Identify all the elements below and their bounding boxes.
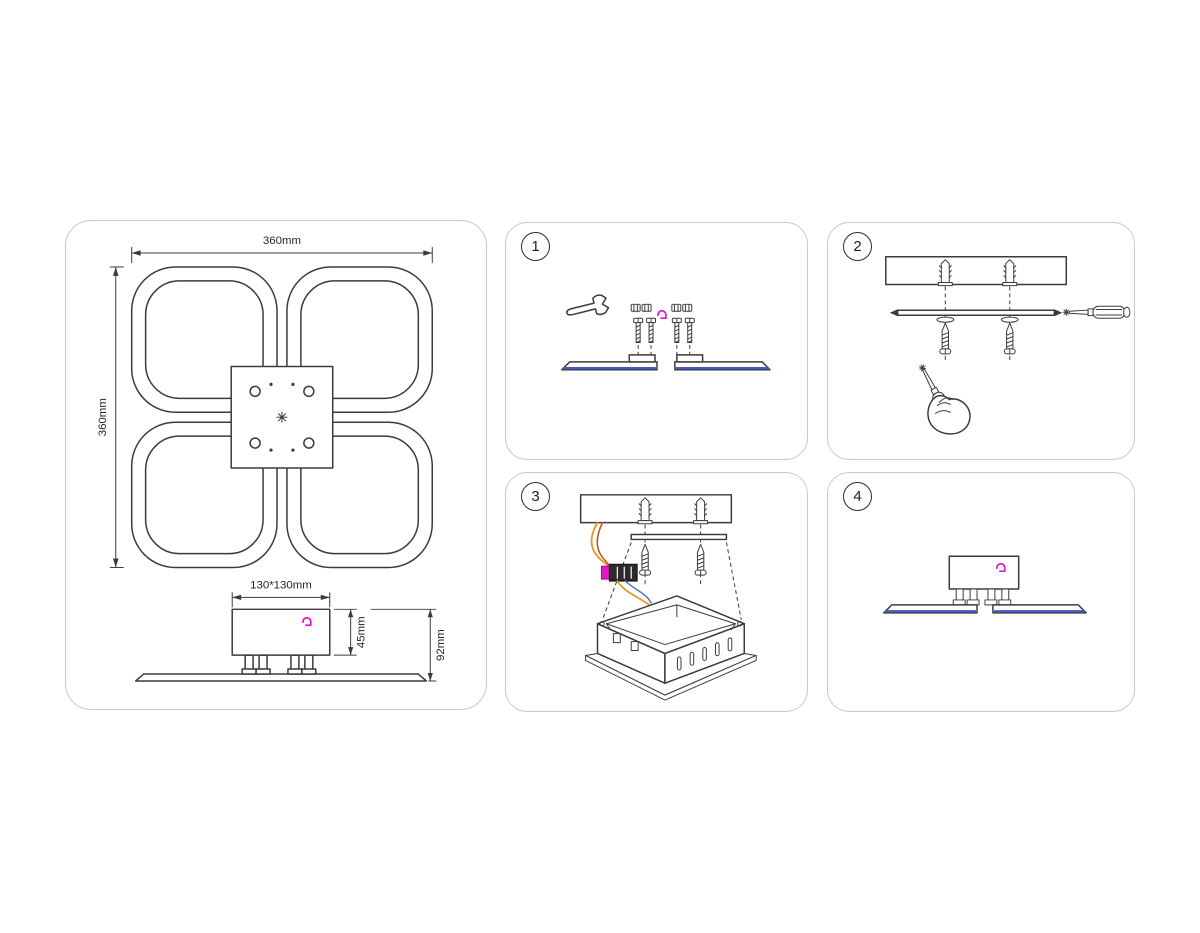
dim-top: 360mm bbox=[131, 235, 433, 263]
step-1-drawing bbox=[561, 294, 771, 371]
driver-box bbox=[948, 555, 1020, 590]
box-rim-outer bbox=[596, 595, 746, 655]
wall-plug-left bbox=[637, 497, 653, 525]
hand-icon bbox=[927, 394, 971, 435]
washer-right bbox=[1000, 316, 1019, 323]
screw-left bbox=[939, 322, 952, 355]
dim-plate: 130*130mm bbox=[231, 579, 331, 608]
ring-top-left bbox=[130, 266, 278, 413]
mounting-plate bbox=[230, 365, 334, 469]
lamp-base-side-view bbox=[561, 354, 771, 371]
dim-side-height-label: 360mm bbox=[97, 398, 109, 436]
step-3-panel: 3 bbox=[505, 472, 808, 712]
left-screw-boss bbox=[628, 354, 656, 363]
driver-box bbox=[231, 608, 331, 656]
step-1-badge: 1 bbox=[521, 232, 550, 261]
step-2-number: 2 bbox=[853, 238, 862, 255]
step-2-panel: 2 bbox=[827, 222, 1135, 460]
screwdriver-icon bbox=[1062, 305, 1131, 319]
step-1-panel: 1 bbox=[505, 222, 808, 460]
dimensions-panel: 360mm 360mm bbox=[65, 220, 487, 710]
wall-plug-right bbox=[1002, 259, 1018, 287]
dim-total-height: 92mm bbox=[370, 608, 447, 682]
step-4-panel: 4 bbox=[827, 472, 1135, 712]
terminal-block bbox=[600, 563, 638, 582]
box-flange-edge bbox=[585, 654, 757, 701]
side-clips bbox=[612, 633, 639, 652]
mounting-bracket bbox=[889, 309, 1063, 317]
dim-total-height-label: 92mm bbox=[435, 629, 447, 661]
connector-mark-icon bbox=[302, 616, 312, 627]
mounting-legs bbox=[952, 588, 1012, 606]
step-2-badge: 2 bbox=[843, 232, 872, 261]
mounting-screws bbox=[633, 317, 695, 356]
vent-slots bbox=[676, 637, 733, 671]
step-4-drawing bbox=[883, 555, 1087, 614]
step-1-number: 1 bbox=[531, 238, 540, 255]
right-screw-boss bbox=[676, 354, 704, 363]
lamp-arm-profile bbox=[134, 673, 428, 682]
dimensions-drawing: 360mm 360mm bbox=[97, 235, 447, 682]
lamp-top-view bbox=[130, 266, 434, 569]
screw-right bbox=[1003, 322, 1016, 355]
center-mark-icon bbox=[276, 411, 288, 423]
ring-top-right bbox=[286, 266, 434, 413]
step-3-drawing bbox=[579, 494, 757, 701]
screw-left bbox=[639, 543, 652, 576]
step-3-badge: 3 bbox=[521, 482, 550, 511]
connector-mark-icon bbox=[996, 562, 1006, 573]
wall-plug-left bbox=[937, 259, 953, 287]
washer-left bbox=[936, 316, 955, 323]
dim-top-width-label: 360mm bbox=[263, 235, 301, 247]
screw-right bbox=[694, 543, 707, 576]
dim-plate-size-label: 130*130mm bbox=[250, 579, 312, 591]
ring-bottom-left bbox=[130, 421, 278, 569]
ceiling bbox=[579, 494, 733, 524]
dim-left: 360mm bbox=[97, 266, 124, 569]
dim-driver-height-label: 45mm bbox=[356, 616, 368, 648]
mounting-legs bbox=[241, 654, 317, 675]
wrench-icon bbox=[566, 294, 610, 316]
step-4-badge: 4 bbox=[843, 482, 872, 511]
ceiling bbox=[885, 255, 1068, 286]
mounting-bracket bbox=[630, 533, 728, 541]
assembled-lamp-side-view bbox=[883, 555, 1087, 614]
step-2-drawing bbox=[885, 255, 1131, 435]
wall-plug-right bbox=[693, 497, 709, 525]
junction-box-3d bbox=[585, 595, 757, 701]
step-3-number: 3 bbox=[531, 488, 540, 505]
connector-mark-icon bbox=[657, 309, 667, 320]
ring-bottom-right bbox=[286, 421, 434, 569]
dim-driver-height: 45mm bbox=[333, 608, 368, 656]
hand-with-screwdriver-icon bbox=[919, 364, 971, 435]
lamp-side-view bbox=[134, 608, 428, 682]
step-4-number: 4 bbox=[853, 488, 862, 505]
